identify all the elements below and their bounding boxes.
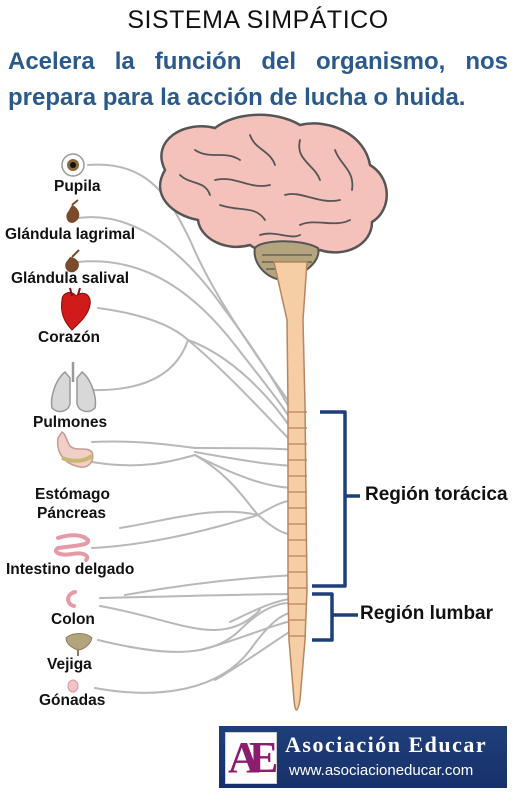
label-glandula-lagrimal: Glándula lagrimal	[5, 226, 136, 243]
heart-icon	[61, 287, 91, 331]
label-estomago: Estómago	[35, 486, 110, 503]
label-corazon: Corazón	[38, 329, 100, 346]
brain-illustration	[158, 113, 388, 282]
logo-letter-a: A	[228, 733, 260, 782]
salivary-gland-icon	[65, 249, 80, 273]
logo-mark: A E	[225, 732, 279, 784]
label-vejiga: Vejiga	[47, 656, 92, 673]
thoracic-bracket	[312, 410, 347, 588]
small-intestine-icon	[53, 533, 90, 562]
gonads-icon	[67, 679, 79, 693]
label-pancreas: Páncreas	[37, 505, 106, 522]
spinal-cord	[273, 261, 308, 711]
logo-name: Asociación Educar	[285, 732, 488, 757]
eye-icon	[61, 153, 85, 177]
page-subtitle: Acelera la función del organismo, nos pr…	[8, 48, 508, 111]
label-glandula-salival: Glándula salival	[11, 270, 130, 287]
colon-icon	[66, 590, 77, 608]
logo-url: www.asociacioneducar.com	[289, 762, 474, 779]
label-pupila: Pupila	[54, 178, 101, 195]
logo-letter-e: E	[249, 733, 279, 782]
lacrimal-gland-icon	[66, 199, 80, 223]
asociacion-educar-logo: A E Asociación Educar www.asociacioneduc…	[219, 726, 507, 788]
nerve-lines	[77, 163, 297, 694]
label-gonadas: Gónadas	[39, 692, 106, 709]
lumbar-bracket	[312, 592, 334, 642]
label-pulmones: Pulmones	[33, 414, 108, 431]
region-brackets	[312, 410, 360, 642]
label-intestino-delgado: Intestino delgado	[6, 561, 135, 578]
label-region-lumbar: Región lumbar	[360, 603, 494, 624]
label-colon: Colon	[51, 611, 95, 628]
label-region-toracica: Región torácica	[365, 484, 508, 505]
page-title: SISTEMA SIMPÁTICO	[127, 6, 389, 34]
bladder-icon	[65, 633, 93, 656]
lungs-icon	[50, 362, 97, 413]
stomach-icon	[56, 431, 94, 468]
